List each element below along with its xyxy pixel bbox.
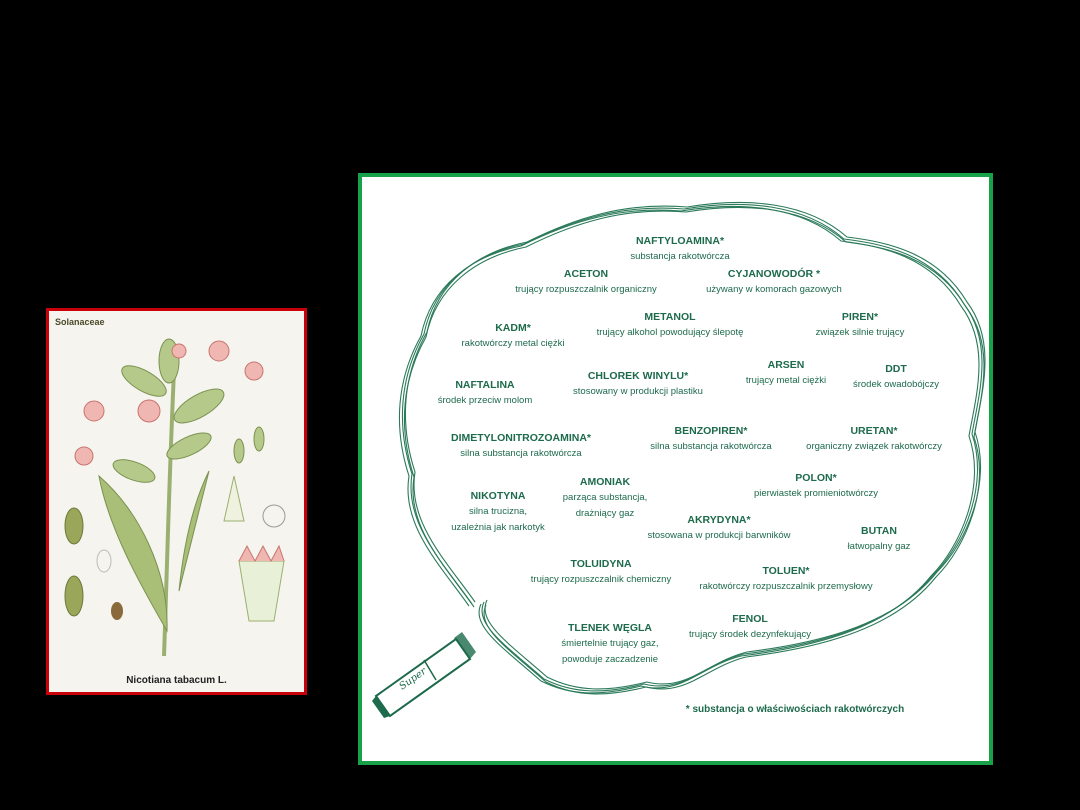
substance-label: BENZOPIREN* silna substancja rakotwórcza [650, 423, 771, 455]
substance-description: uzależnia jak narkotyk [451, 522, 545, 533]
substance-name: TLENEK WĘGLA [568, 622, 652, 634]
cigarette-smoke-substances-panel: Super NAFTYLOAMINA* substancja rakotwórcz… [358, 173, 993, 765]
substance-description: silna trucizna, [468, 506, 528, 517]
substance-description: powoduje zaczadzenie [561, 654, 659, 665]
substance-name: NAFTYLOAMINA* [635, 235, 725, 247]
substance-description: trujący alkohol powodujący ślepotę [596, 327, 744, 338]
substance-name: CYJANOWODÓR * [727, 268, 821, 280]
tobacco-plant-illustration: Solanaceae Nicotiana tabacum L. [46, 308, 307, 695]
substance-description: stosowany w produkcji plastiku [573, 386, 703, 397]
substance-name: PIREN* [841, 311, 879, 323]
substance-name: POLON* [795, 472, 837, 484]
substance-name: KADM* [495, 322, 531, 334]
substance-description: stosowana w produkcji barwników [647, 530, 791, 541]
substance-label: NAFTYLOAMINA* substancja rakotwórcza [630, 233, 729, 265]
cigarette-icon: Super [372, 632, 476, 718]
substance-name: BUTAN [861, 525, 897, 537]
substance-description: środek przeciw molom [437, 395, 533, 406]
substance-name: TOLUIDYNA [570, 558, 632, 570]
substance-label: AMONIAK parząca substancja, drażniący gaz [563, 474, 648, 522]
substance-description: silna substancja rakotwórcza [650, 441, 772, 452]
substance-label: DIMETYLONITROZOAMINA* silna substancja ra… [451, 430, 591, 462]
substance-label: NIKOTYNA silna trucizna, uzależnia jak nar… [451, 488, 544, 536]
substance-description: łatwopalny gaz [847, 541, 911, 552]
substance-label: BUTAN łatwopalny gaz [848, 523, 911, 555]
substance-name: DIMETYLONITROZOAMINA* [451, 432, 591, 444]
substance-description: rakotwórczy metal ciężki [461, 338, 565, 349]
substance-name: AMONIAK [579, 476, 631, 488]
substance-name: ARSEN [767, 359, 805, 371]
substance-label: DDT środek owadobójczy [853, 361, 939, 393]
substance-label: PIREN* związek silnie trujący [816, 309, 905, 341]
substance-label: FENOL trujący środek dezynfekujący [689, 611, 811, 643]
substance-label: ARSEN trujący metal ciężki [746, 357, 826, 389]
substance-label: KADM* rakotwórczy metal ciężki [462, 320, 565, 352]
substance-description: trujący rozpuszczalnik chemiczny [530, 574, 672, 585]
substance-description: drażniący gaz [575, 508, 635, 519]
substance-label: CHLOREK WINYLU* stosowany w produkcji pla… [573, 368, 703, 400]
tobacco-plant-drawing [64, 338, 286, 657]
substance-description: śmiertelnie trujący gaz, [561, 638, 659, 649]
substance-description: parząca substancja, [562, 492, 648, 503]
substance-label: CYJANOWODÓR * używany w komorach gazowych [706, 266, 842, 298]
substance-label: URETAN* organiczny związek rakotwórczy [806, 423, 942, 455]
substance-description: związek silnie trujący [815, 327, 905, 338]
substance-label: TLENEK WĘGLA śmiertelnie trujący gaz, powo… [561, 620, 658, 668]
substance-name: BENZOPIREN* [674, 425, 748, 437]
substance-description: substancja rakotwórcza [630, 251, 730, 262]
substance-name: URETAN* [850, 425, 898, 437]
substance-label: POLON* pierwiastek promieniotwórczy [754, 470, 878, 502]
substance-label: TOLUIDYNA trujący rozpuszczalnik chemiczn… [531, 556, 671, 588]
substance-name: METANOL [644, 311, 696, 323]
substance-description: trujący rozpuszczalnik organiczny [515, 284, 657, 295]
substance-name: DDT [885, 363, 907, 375]
substance-name: NAFTALINA [455, 379, 515, 391]
substance-description: rakotwórczy rozpuszczalnik przemysłowy [699, 581, 873, 592]
substance-description: trujący środek dezynfekujący [689, 629, 811, 640]
smoke-cloud-outline: Super [372, 201, 986, 718]
substance-label: METANOL trujący alkohol powodujący ślepot… [597, 309, 744, 341]
substance-label: AKRYDYNA* stosowana w produkcji barwników [647, 512, 790, 544]
substance-name: AKRYDYNA* [687, 514, 751, 526]
substance-name: NIKOTYNA [470, 490, 526, 502]
substance-description: silna substancja rakotwórcza [460, 448, 582, 459]
substance-label: ACETON trujący rozpuszczalnik organiczny [515, 266, 657, 298]
substance-name: FENOL [732, 613, 768, 625]
carcinogen-footnote: * substancja o właściwościach rakotwórcz… [685, 704, 905, 715]
substance-description: używany w komorach gazowych [706, 284, 842, 295]
plant-species-caption: Nicotiana tabacum L. [126, 675, 227, 686]
substance-description: środek owadobójczy [852, 379, 940, 390]
substance-name: ACETON [563, 268, 609, 280]
substance-name: CHLOREK WINYLU* [587, 370, 689, 382]
substance-description: organiczny związek rakotwórczy [806, 441, 942, 452]
substance-label: NAFTALINA środek przeciw molom [438, 377, 533, 409]
substance-name: TOLUEN* [762, 565, 810, 577]
plant-family-label: Solanaceae [55, 317, 105, 327]
substance-label: TOLUEN* rakotwórczy rozpuszczalnik przemy… [699, 563, 872, 595]
substance-description: trujący metal ciężki [745, 375, 827, 386]
substance-description: pierwiastek promieniotwórczy [753, 488, 879, 499]
